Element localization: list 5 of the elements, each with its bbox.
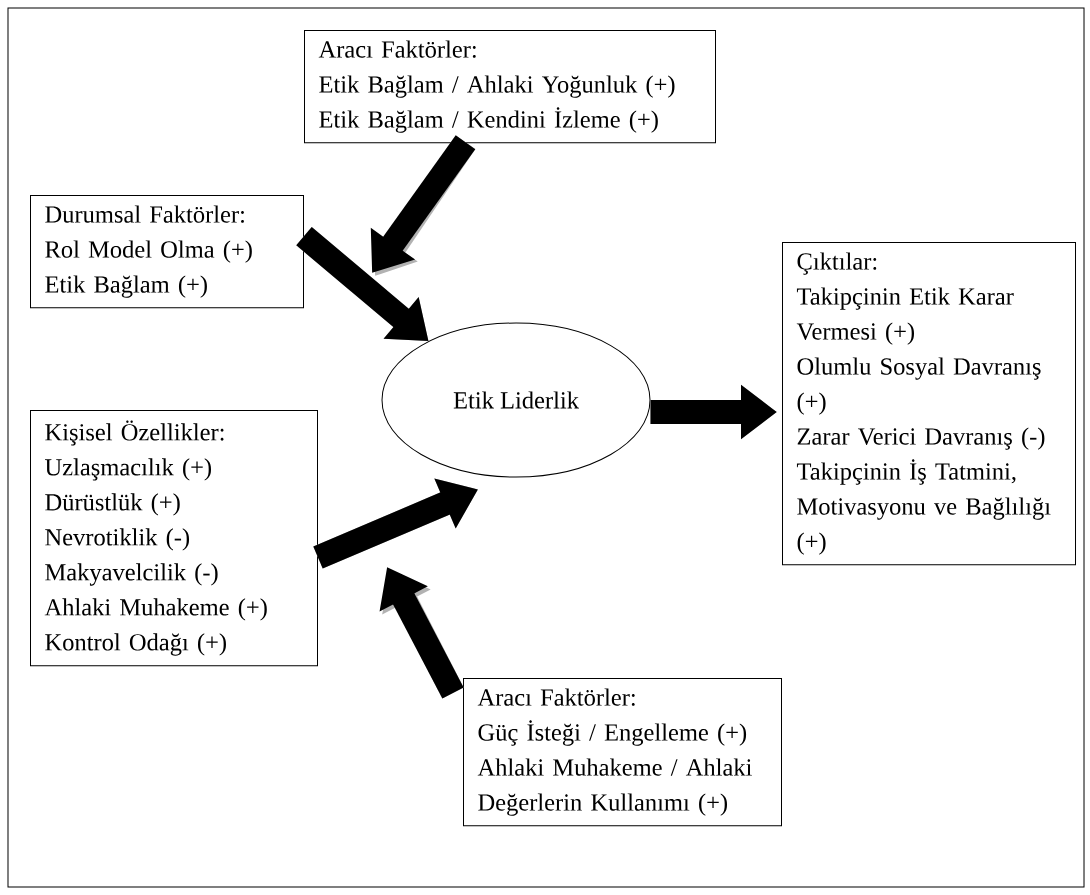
text-box: Kişisel Özellikler: Uzlaşmacılık (+) Dürüstlük (+) Nevrotiklik (-) Makyavelcilik (-) Ahlaki Muhakeme (+) Kontrol Odağı (+) bbox=[30, 410, 318, 667]
text-box: Durumsal Faktörler: Rol Model Olma (+) Etik Bağlam (+) bbox=[30, 195, 304, 309]
text-box: Çıktılar: Takipçinin Etik Karar Vermesi (+) Olumlu Sosyal Davranış (+) Zarar Verici Davranış (-) Takipçinin İş Tatmini, Motivasyonu ve Bağlılığı (+) bbox=[782, 242, 1076, 566]
text-box: Aracı Faktörler: Etik Bağlam / Ahlaki Yoğunluk (+) Etik Bağlam / Kendini İzleme (+) bbox=[304, 30, 716, 144]
text-box: Aracı Faktörler: Güç İsteği / Engelleme (+) Ahlaki Muhakeme / Ahlaki Değerlerin Kullanımı (+) bbox=[463, 678, 782, 827]
